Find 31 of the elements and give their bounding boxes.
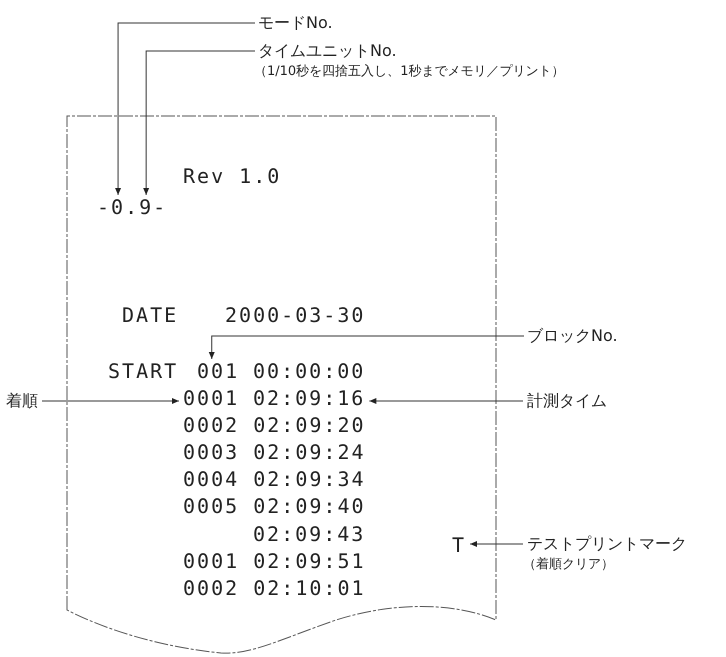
printed-line: 0002 02:10:01 xyxy=(183,578,366,598)
leader-line xyxy=(368,398,524,404)
printed-line: 02:09:43 xyxy=(253,524,366,544)
callout-label: ブロックNo. xyxy=(527,325,618,347)
printed-line: 2000-03-30 xyxy=(225,305,366,325)
callout-label: 着順 xyxy=(6,390,38,412)
printed-value: 0001 xyxy=(183,388,240,408)
callout-note: （着順クリア） xyxy=(523,556,615,574)
printed-line: 00:00:00 xyxy=(253,361,366,381)
printed-value: 02:09:16 xyxy=(253,388,366,408)
printed-value: 001 xyxy=(197,361,240,381)
callout-label: タイムユニットNo. xyxy=(258,40,398,62)
leader-line xyxy=(42,398,180,404)
leader-line xyxy=(470,541,524,547)
callout-note: （1/10秒を四捨五入し、1秒までメモリ／プリント） xyxy=(254,63,564,81)
printed-value: T xyxy=(452,535,466,555)
printed-line: START xyxy=(108,361,178,381)
leader-line xyxy=(143,50,256,196)
leader-line xyxy=(115,22,256,196)
printed-line: 0002 02:09:20 xyxy=(183,415,366,435)
callout-label: モードNo. xyxy=(258,12,333,34)
printed-line: DATE xyxy=(122,305,178,325)
callout-label: 計測タイム xyxy=(527,390,607,412)
callout-label: テストプリントマーク xyxy=(527,533,687,555)
printed-line: 0003 02:09:24 xyxy=(183,442,366,462)
printed-line: 0001 02:09:51 xyxy=(183,551,366,571)
printed-line: 0004 02:09:34 xyxy=(183,469,366,489)
printed-value: -0.9- xyxy=(97,197,168,217)
printed-line: 0005 02:09:40 xyxy=(183,496,366,516)
leader-line xyxy=(208,336,524,360)
printed-line: Rev 1.0 xyxy=(183,166,282,186)
